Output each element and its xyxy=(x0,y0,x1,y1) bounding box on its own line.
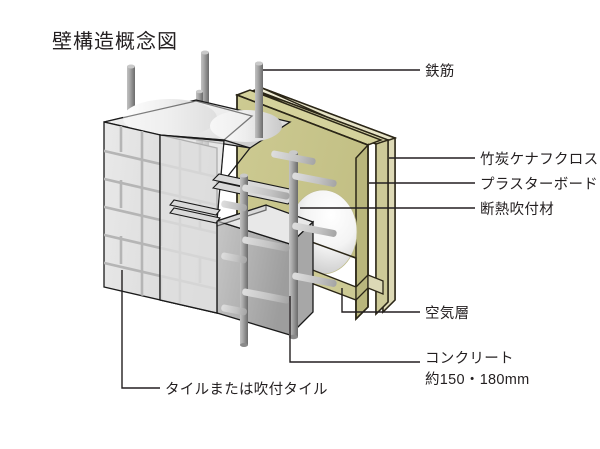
rebar-group-front xyxy=(221,61,337,347)
label-concrete-thickness: 約150・180mm xyxy=(425,371,530,388)
leader-air-layer xyxy=(341,288,420,313)
label-air-layer: 空気層 xyxy=(425,305,469,322)
rebar-vertical-7 xyxy=(255,61,263,138)
wall-panel-assembly xyxy=(234,87,398,321)
label-rebar: 鉄筋 xyxy=(425,63,455,80)
leader-lines xyxy=(121,69,475,389)
rebar-tie-bars xyxy=(221,150,337,316)
leader-concrete xyxy=(289,296,420,363)
page-title: 壁構造概念図 xyxy=(52,29,178,53)
label-plaster-board: プラスターボード xyxy=(480,176,598,193)
rebar-vertical-6 xyxy=(289,150,298,340)
label-insulation-spray: 断熱吹付材 xyxy=(480,201,554,218)
label-tile: タイルまたは吹付タイル xyxy=(165,381,328,398)
label-concrete: コンクリート xyxy=(425,350,514,367)
label-bamboo-charcoal-kenaf-cloth: 竹炭ケナフクロス xyxy=(480,151,598,168)
leader-tile xyxy=(121,270,160,389)
labels: 鉄筋 竹炭ケナフクロス プラスターボード 断熱吹付材 空気層 コンクリート 約1… xyxy=(165,63,598,398)
